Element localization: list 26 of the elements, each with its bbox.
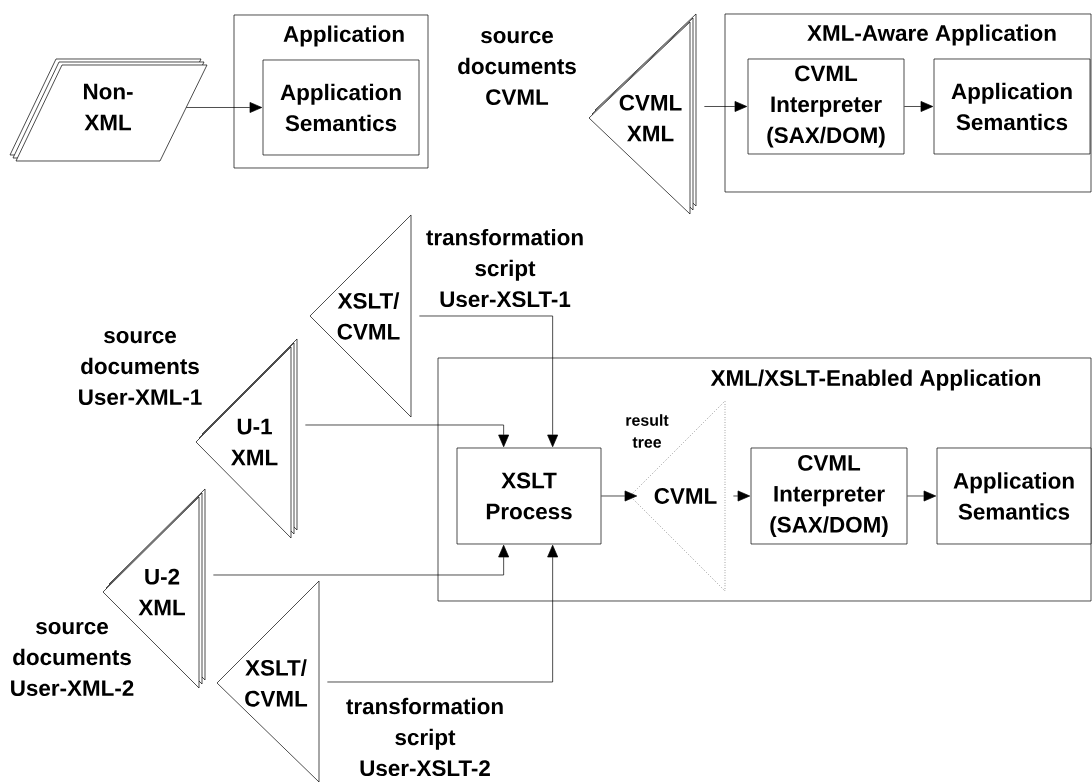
process-box: XSLT Process — [456, 447, 602, 545]
arrow — [419, 315, 559, 448]
caption-text: source documents CVML — [458, 30, 576, 106]
arrow — [904, 101, 934, 112]
caption-text: source documents User-XML-1 — [79, 330, 202, 406]
script-triangle: XSLT/ CVML — [309, 214, 412, 418]
script-triangle: XSLT/ CVML — [216, 580, 320, 782]
arrow — [186, 102, 263, 113]
arrow — [704, 101, 748, 112]
process-box: Application Semantics — [936, 447, 1092, 545]
document-stack: Non-XML — [9, 58, 208, 162]
arrow — [327, 544, 559, 683]
caption-text: transformation script User-XSLT-2 — [346, 697, 503, 777]
process-box: Application Semantics — [933, 58, 1091, 155]
arrow — [733, 490, 751, 502]
document-stack: CVML XML — [588, 13, 697, 215]
arrow — [213, 544, 510, 576]
arrow — [305, 424, 510, 448]
caption-text: transformation script User-XSLT-1 — [426, 228, 583, 308]
caption-text: result tree — [626, 414, 669, 448]
arrow — [907, 490, 937, 502]
process-box: CVML Interpreter (SAX/DOM) — [750, 447, 908, 545]
arrow — [601, 490, 638, 502]
process-box: CVML Interpreter (SAX/DOM) — [747, 58, 905, 155]
caption-text: source documents User-XML-2 — [11, 621, 134, 696]
process-box: Application Semantics — [262, 59, 420, 156]
